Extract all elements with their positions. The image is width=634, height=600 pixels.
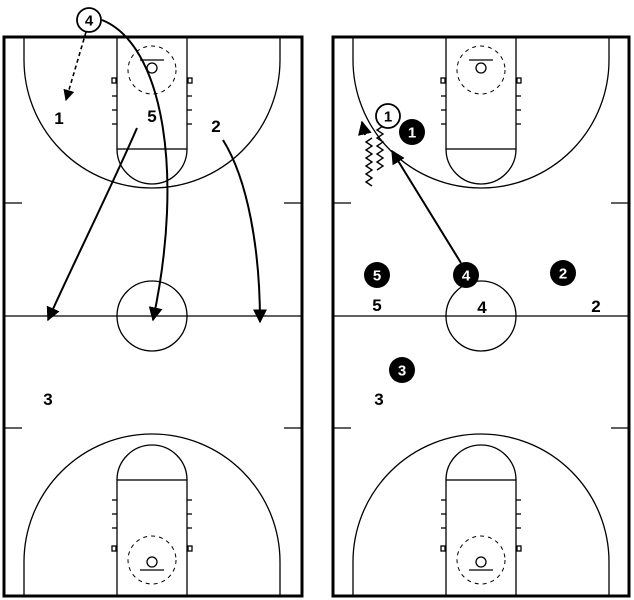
left-player-label-3: 3 (43, 390, 52, 409)
right-defender-dot-3 (389, 357, 415, 383)
right-bottom-restricted-arc (456, 535, 506, 585)
left-bottom-block (187, 545, 193, 552)
right-defender-dot-1 (399, 119, 425, 145)
left-player-label-5: 5 (147, 107, 156, 126)
right-defender-dot-5 (364, 262, 390, 288)
right-top-hoop (475, 62, 487, 74)
right-top-free-throw-arc (445, 148, 517, 185)
right-bottom-free-throw-arc (445, 444, 517, 481)
right-dribble-path-1b (364, 137, 374, 187)
left-offense-ring-4-label: 4 (85, 13, 94, 30)
left-cut-path-2 (222, 139, 267, 324)
left-bottom-block (111, 545, 117, 552)
right-top-block (516, 77, 522, 84)
right-player-label-5: 5 (372, 296, 381, 315)
left-bottom-three-point-arc (23, 433, 281, 596)
right-defender-dot-3-label: 3 (398, 363, 406, 380)
right-dribble-path-1 (375, 125, 385, 171)
right-top-three-point-arc (352, 37, 610, 189)
left-bottom-free-throw-arc (116, 444, 188, 481)
left-top-block (187, 77, 193, 84)
left-top-three-point-arc (23, 37, 281, 189)
left-offense-ring-4 (76, 7, 102, 33)
right-player-label-4: 4 (477, 298, 487, 317)
right-bottom-block (440, 545, 446, 552)
right-bottom-block (516, 545, 522, 552)
right-defender-dot-4-label: 4 (462, 268, 471, 285)
left-player-label-2: 2 (211, 117, 220, 136)
right-offense-ring-1-label: 1 (384, 109, 392, 126)
right-bottom-hoop (475, 556, 487, 568)
left-center-circle (116, 280, 188, 352)
right-bottom-paint (445, 479, 517, 597)
right-offense-ring-1 (375, 103, 401, 129)
right-defender-4-path (391, 149, 462, 264)
right-court: 1 1 4 5 2 3 5 4 2 3 (331, 35, 631, 598)
right-defender-dot-1-label: 1 (408, 125, 416, 142)
right-defender-dot-2-label: 2 (559, 266, 567, 283)
left-top-restricted-arc (127, 45, 177, 95)
left-court: 4 1 5 2 3 (2, 7, 304, 598)
right-dribble-arrow-head (358, 120, 372, 136)
left-top-block (111, 77, 117, 84)
left-top-free-throw-arc (116, 148, 188, 185)
right-bottom-three-point-arc (352, 433, 610, 596)
right-defender-dot-2 (550, 260, 576, 286)
left-bottom-hoop (146, 556, 158, 568)
right-defender-dot-4 (453, 262, 479, 288)
left-bottom-paint (116, 479, 188, 597)
left-cut-path-5 (46, 127, 138, 322)
right-defender-dot-5-label: 5 (373, 268, 381, 285)
left-cut-path-4-to-1 (63, 31, 87, 102)
left-cut-path-4-to-center (101, 19, 169, 322)
right-player-label-3: 3 (374, 390, 383, 409)
right-top-restricted-arc (456, 45, 506, 95)
right-top-block (440, 77, 446, 84)
left-player-label-1: 1 (54, 109, 63, 128)
left-bottom-restricted-arc (127, 535, 177, 585)
right-player-label-2: 2 (591, 297, 600, 316)
right-center-circle (445, 280, 517, 352)
right-top-paint (445, 36, 517, 150)
left-top-paint (116, 36, 188, 150)
